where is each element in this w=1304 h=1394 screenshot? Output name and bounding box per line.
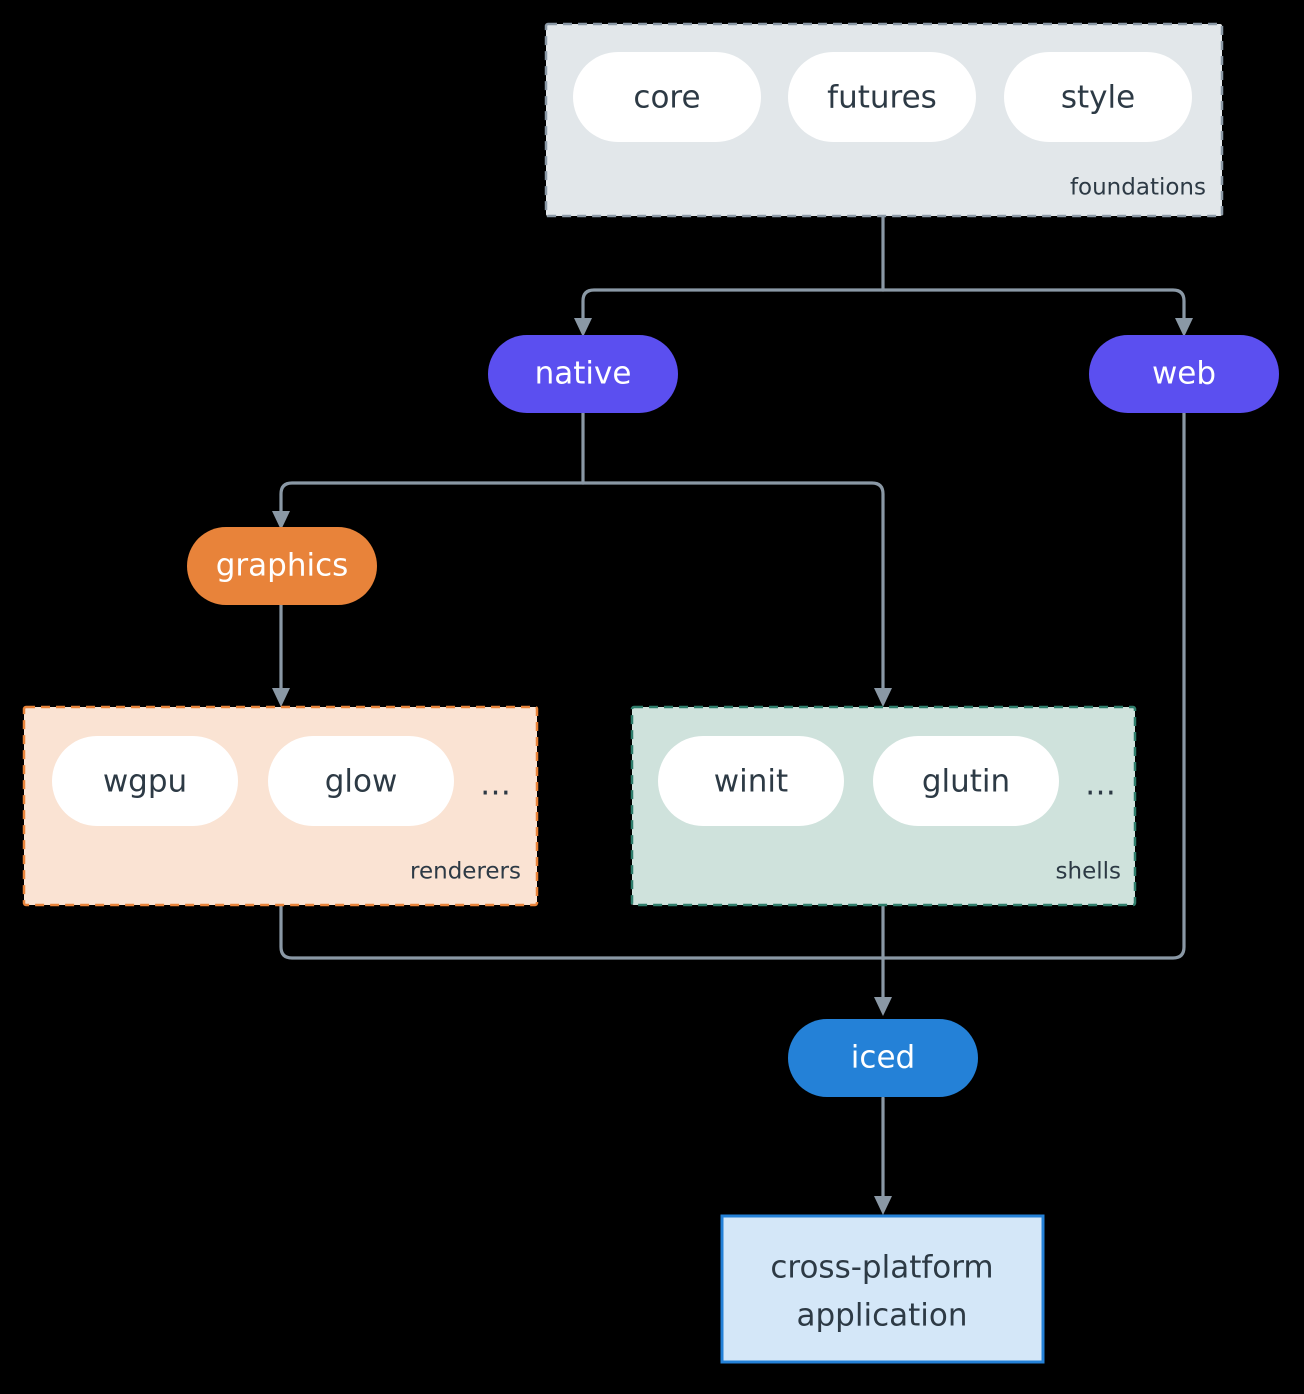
node-wgpu-label: wgpu — [103, 764, 187, 800]
node-application[interactable]: cross-platform application — [720, 1214, 1045, 1364]
node-winit[interactable] — [658, 736, 844, 826]
arrowhead-web — [1175, 318, 1193, 337]
node-futures[interactable] — [788, 52, 976, 142]
node-web-label: web — [1152, 356, 1216, 392]
node-web-shape — [1089, 335, 1279, 413]
edge-native-to-shells — [581, 481, 885, 692]
edge-web-to-iced — [881, 410, 1186, 960]
group-shells[interactable]: winit glutin … shells — [630, 705, 1137, 907]
edge-renderers-to-iced — [279, 903, 885, 960]
node-graphics-shape — [187, 527, 377, 605]
node-native[interactable]: native — [488, 335, 678, 413]
node-iced-label: iced — [851, 1040, 915, 1076]
group-renderers-label: renderers — [410, 859, 521, 885]
node-iced[interactable]: iced — [788, 1019, 978, 1097]
arrowhead-shells — [874, 688, 892, 707]
node-glow-label: glow — [325, 764, 398, 800]
node-winit-label: winit — [714, 764, 788, 800]
node-glutin[interactable] — [873, 736, 1059, 826]
node-style[interactable] — [1004, 52, 1192, 142]
node-futures-label: futures — [827, 80, 937, 116]
node-glutin-label: glutin — [922, 764, 1010, 800]
arrowhead-application — [874, 1196, 892, 1215]
arrowhead-iced — [874, 997, 892, 1016]
node-application-shape — [720, 1214, 1045, 1364]
node-glow[interactable] — [268, 736, 454, 826]
arrowhead-native — [574, 318, 592, 337]
arrowhead-renderers — [272, 688, 290, 707]
node-renderers-more: … — [480, 767, 512, 803]
node-wgpu[interactable] — [52, 736, 238, 826]
group-shells-label: shells — [1056, 859, 1121, 885]
node-graphics-label: graphics — [216, 548, 349, 584]
edge-native-to-graphics — [279, 481, 585, 516]
edge-foundations-to-native — [581, 288, 885, 323]
node-style-label: style — [1061, 80, 1135, 116]
group-foundations-label: foundations — [1070, 175, 1206, 201]
node-core-label: core — [633, 80, 700, 116]
group-renderers[interactable]: wgpu glow … renderers — [22, 705, 539, 907]
edge-foundations-to-web — [881, 288, 1186, 323]
group-foundations[interactable]: core futures style foundations — [544, 22, 1224, 218]
edges-layer — [272, 214, 1193, 1215]
node-web[interactable]: web — [1089, 335, 1279, 413]
node-iced-shape — [788, 1019, 978, 1097]
node-shells-more: … — [1085, 767, 1117, 803]
node-application-label-line1: cross-platform — [770, 1250, 993, 1286]
node-core[interactable] — [573, 52, 761, 142]
arrowhead-graphics — [272, 511, 290, 530]
node-application-label-line2: application — [797, 1298, 968, 1334]
node-native-label: native — [535, 356, 632, 392]
node-native-shape — [488, 335, 678, 413]
node-graphics[interactable]: graphics — [187, 527, 377, 605]
